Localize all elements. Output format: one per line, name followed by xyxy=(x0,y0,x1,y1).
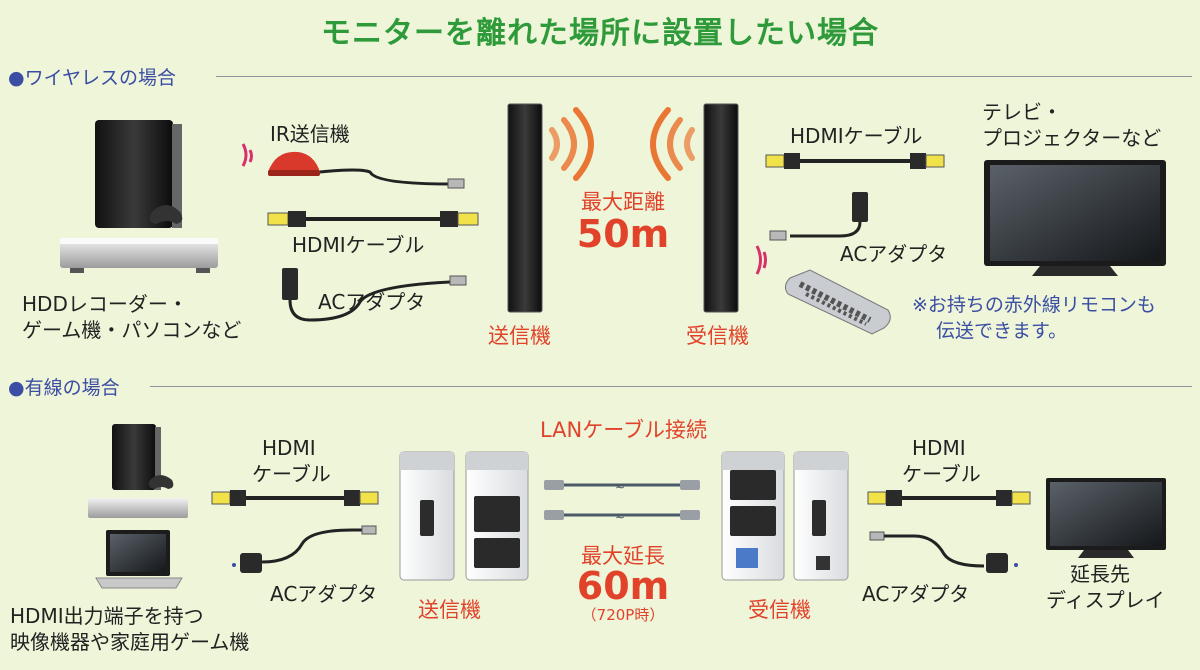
ac-adapter-label: ACアダプタ xyxy=(270,582,378,606)
receiver-label: 受信機 xyxy=(686,324,749,348)
display-icon xyxy=(1046,478,1166,558)
transmitter-label: 送信機 xyxy=(488,324,551,348)
lan-cable-icon: ≈ ≈ xyxy=(544,479,700,523)
game-console-icon xyxy=(112,424,174,490)
hdmi-cable-icon xyxy=(267,211,479,227)
hdmi-label-1: HDMI xyxy=(912,436,966,460)
remote-control-icon xyxy=(755,245,891,335)
ac-adapter-icon xyxy=(769,192,868,241)
radio-wave-icon xyxy=(549,107,695,181)
hdmi-cable-icon xyxy=(867,490,1031,506)
transmitter-label: 送信機 xyxy=(418,598,481,622)
svg-text:≈: ≈ xyxy=(615,509,625,523)
wireless-source-label-2: ゲーム機・パソコンなど xyxy=(22,318,242,342)
max-extension-note: （720P時） xyxy=(581,606,665,624)
wired-receiver-icon xyxy=(721,451,849,581)
divider xyxy=(150,386,1192,387)
hdmi-label-2: ケーブル xyxy=(252,462,331,486)
wired-transmitter-icon xyxy=(399,451,529,581)
wireless-section-heading: ●ワイヤレスの場合 xyxy=(8,67,177,89)
display-label-2: ディスプレイ xyxy=(1046,588,1165,612)
wireless-transmitter-icon xyxy=(507,103,543,313)
hdmi-cable-icon xyxy=(765,153,945,169)
max-distance-label: 最大距離 xyxy=(581,190,665,214)
hdd-recorder-icon xyxy=(60,238,218,273)
lan-connection-label: LANケーブル接続 xyxy=(540,418,707,442)
wireless-receiver-icon xyxy=(703,103,739,313)
receiver-label: 受信機 xyxy=(748,598,811,622)
wired-section-heading: ●有線の場合 xyxy=(8,377,120,399)
max-distance-value: 50m xyxy=(576,212,670,256)
ac-adapter-label: ACアダプタ xyxy=(862,582,970,606)
hdmi-cable-label: HDMIケーブル xyxy=(292,233,425,257)
max-extension-label: 最大延長 xyxy=(581,544,665,568)
hdmi-cable-label: HDMIケーブル xyxy=(790,124,923,148)
ac-adapter-icon xyxy=(282,268,467,322)
divider xyxy=(216,76,1192,77)
ir-transmitter-label: IR送信機 xyxy=(270,122,350,146)
tv-label-1: テレビ・ xyxy=(982,100,1062,124)
display-label-1: 延長先 xyxy=(1070,562,1130,586)
hdmi-cable-icon xyxy=(211,490,379,506)
wired-source-label-1: HDMI出力端子を持つ xyxy=(10,604,204,628)
tv-label-2: プロジェクターなど xyxy=(982,126,1162,150)
ac-adapter-icon xyxy=(869,531,1018,573)
wired-source-label-2: 映像機器や家庭用ゲーム機 xyxy=(10,630,250,654)
ac-adapter-icon xyxy=(232,525,377,573)
ac-adapter-label: ACアダプタ xyxy=(318,290,426,314)
hdmi-label-2: ケーブル xyxy=(902,462,981,486)
page-title: モニターを離れた場所に設置したい場合 xyxy=(321,16,879,51)
remote-note-2: 伝送できます。 xyxy=(936,320,1068,342)
game-console-icon xyxy=(95,120,183,228)
hdmi-label-1: HDMI xyxy=(262,436,316,460)
ir-emitter-icon xyxy=(241,143,465,189)
laptop-icon xyxy=(95,530,183,589)
hdd-recorder-icon xyxy=(88,498,188,518)
svg-text:≈: ≈ xyxy=(615,479,625,493)
remote-note-1: ※お持ちの赤外線リモコンも xyxy=(912,294,1156,316)
television-icon xyxy=(984,160,1166,276)
ac-adapter-label: ACアダプタ xyxy=(840,242,948,266)
max-extension-value: 60m xyxy=(576,564,670,608)
wireless-source-label-1: HDDレコーダー・ xyxy=(22,292,188,316)
